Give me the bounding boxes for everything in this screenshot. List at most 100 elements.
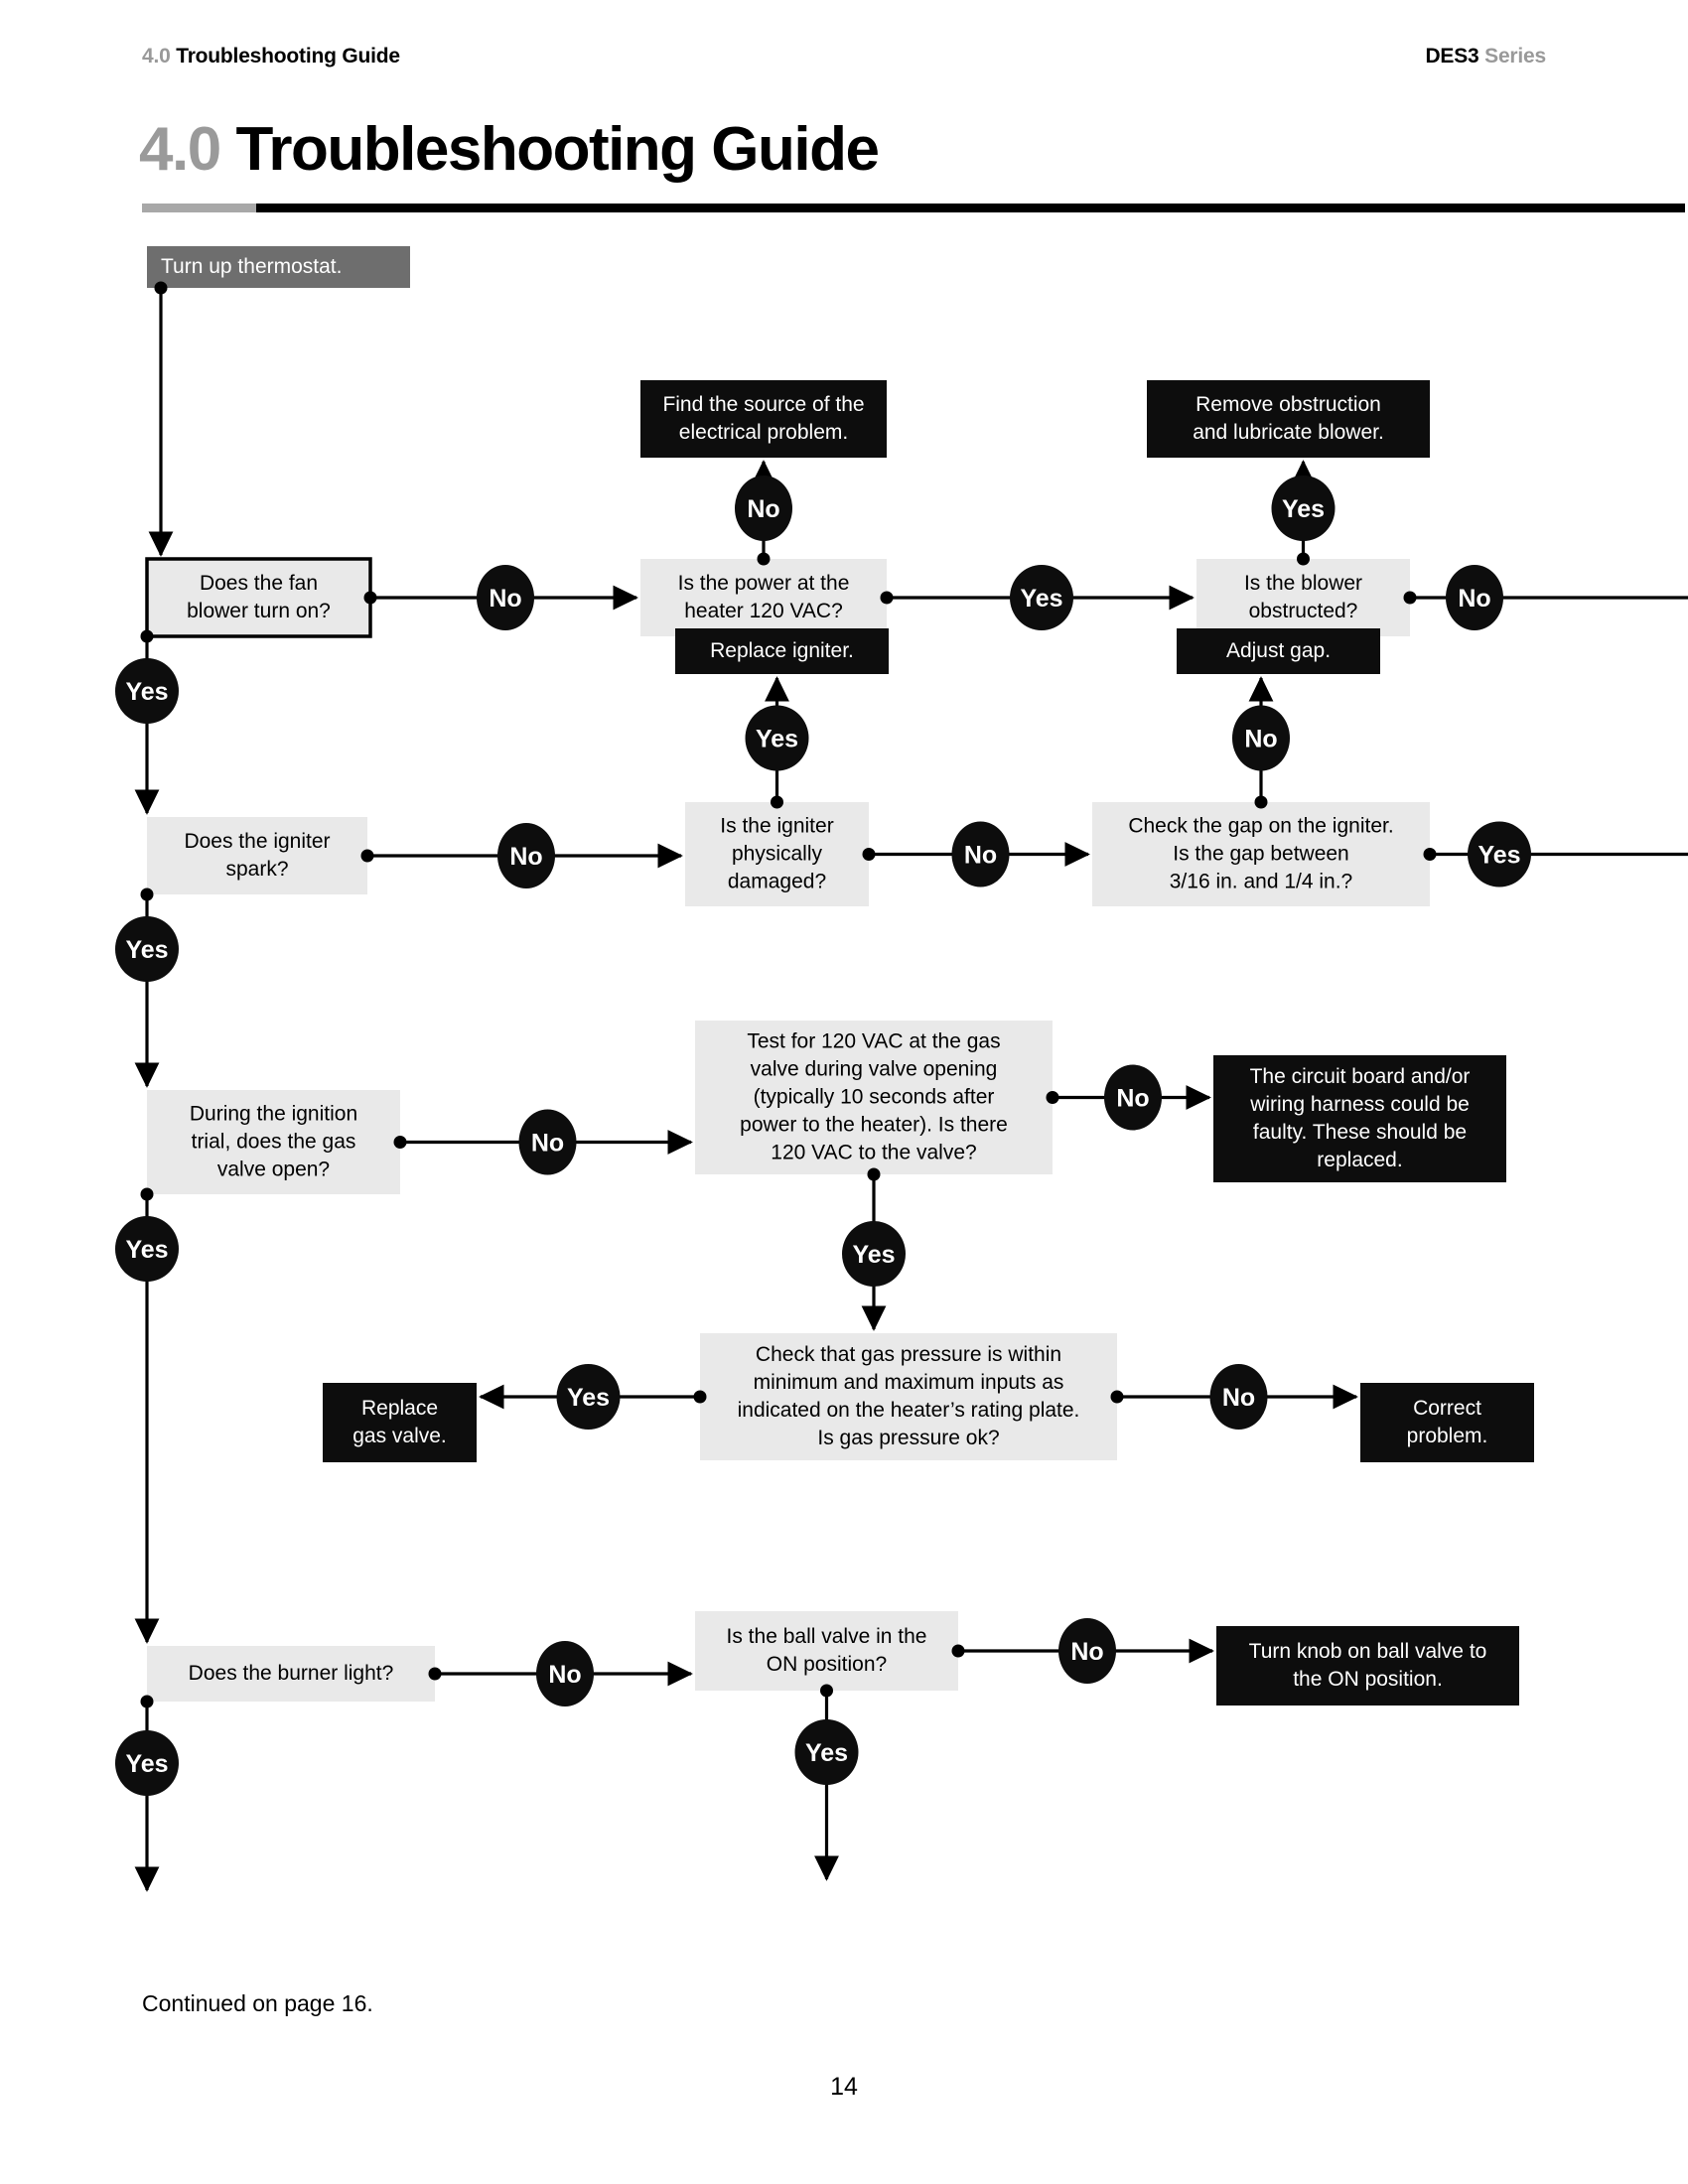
node-box xyxy=(640,380,887,458)
running-head-text: Troubleshooting Guide xyxy=(176,45,400,68)
badge-label: No xyxy=(509,843,542,871)
node-label: Check that gas pressure is within xyxy=(756,1343,1061,1366)
node-box xyxy=(1213,1055,1506,1182)
node-box xyxy=(1196,559,1410,636)
badge-oval xyxy=(1271,476,1336,541)
edge-badge-no: No xyxy=(1232,705,1290,771)
badge-oval xyxy=(842,1221,906,1287)
node-label: The circuit board and/or xyxy=(1250,1065,1471,1088)
node-label: (typically 10 seconds after xyxy=(754,1086,995,1109)
running-head-left: 4.0 Troubleshooting Guide xyxy=(142,45,400,68)
badge-oval xyxy=(1446,565,1503,630)
flow-node-obstruction: Remove obstruction and lubricate blower. xyxy=(1147,380,1430,458)
node-label: Remove obstruction xyxy=(1196,393,1381,416)
edge-badge-yes: Yes xyxy=(745,705,809,771)
badge-oval xyxy=(518,1109,577,1175)
node-label: spark? xyxy=(225,858,288,881)
badge-oval xyxy=(1209,1364,1268,1430)
page-title: 4.0 Troubleshooting Guide xyxy=(139,114,880,185)
flow-node-pressure: Check that gas pressure is withinminimum… xyxy=(700,1333,1117,1460)
page-number: 14 xyxy=(830,2073,858,2101)
badge-oval xyxy=(556,1364,621,1430)
node-label: Is the gap between xyxy=(1173,843,1348,866)
badge-label: Yes xyxy=(852,1241,895,1269)
node-label: valve open? xyxy=(217,1159,330,1181)
node-label: Is the power at the xyxy=(678,572,850,595)
node-label: Does the burner light? xyxy=(189,1662,394,1685)
node-label: Is the ball valve in the xyxy=(727,1625,927,1648)
node-label: Does the fan xyxy=(200,572,318,595)
node-box xyxy=(1092,802,1430,906)
node-label: Is the igniter xyxy=(720,815,833,838)
node-box xyxy=(685,802,869,906)
badge-oval xyxy=(1232,705,1290,771)
edge-badge-no: No xyxy=(1446,565,1503,630)
badge-label: Yes xyxy=(125,1750,168,1778)
badge-oval xyxy=(1104,1064,1162,1131)
badge-label: No xyxy=(1116,1085,1149,1113)
title-rule-black-segment xyxy=(256,204,1685,212)
edge-badge-no: No xyxy=(518,1109,577,1175)
flow-node-power: Is the power at the heater 120 VAC? xyxy=(640,559,887,636)
node-label: Turn up thermostat. xyxy=(161,255,342,278)
flow-node-gap: Check the gap on the igniter.Is the gap … xyxy=(1092,802,1430,906)
flow-node-adjustgap: Adjust gap. xyxy=(1177,628,1380,674)
badge-label: No xyxy=(1222,1384,1255,1412)
badge-label: Yes xyxy=(1020,585,1062,613)
node-label: physically xyxy=(732,843,823,866)
edge-badge-yes: Yes xyxy=(842,1221,906,1287)
badge-label: No xyxy=(489,585,521,613)
edge-badge-yes: Yes xyxy=(1271,476,1336,541)
edge-badge-yes: Yes xyxy=(556,1364,621,1430)
badge-oval xyxy=(745,705,809,771)
node-label: indicated on the heater’s rating plate. xyxy=(738,1399,1080,1422)
node-label: Replace igniter. xyxy=(710,639,854,662)
badge-oval xyxy=(115,658,179,724)
node-box xyxy=(147,1090,400,1194)
edge-badge-no: No xyxy=(536,1641,594,1706)
badge-label: No xyxy=(747,495,779,523)
edge-badge-yes: Yes xyxy=(115,658,179,724)
badge-label: No xyxy=(548,1661,581,1689)
flow-node-replaceign: Replace igniter. xyxy=(675,628,889,674)
node-box xyxy=(1216,1626,1519,1706)
series-word: Series xyxy=(1484,45,1546,68)
node-label: Adjust gap. xyxy=(1226,639,1331,662)
badge-oval xyxy=(1058,1618,1116,1684)
edge-badge-no: No xyxy=(735,476,792,541)
badge-oval xyxy=(477,565,534,630)
edge-badge-yes: Yes xyxy=(1468,821,1531,887)
edge-badge-yes: Yes xyxy=(115,1730,179,1796)
node-box xyxy=(695,1021,1053,1174)
node-box xyxy=(700,1333,1117,1460)
badge-oval xyxy=(951,821,1010,887)
badge-label: Yes xyxy=(1477,842,1520,870)
node-label: faulty. These should be xyxy=(1253,1121,1467,1144)
node-label: Test for 120 VAC at the gas xyxy=(747,1030,1000,1053)
node-label: valve during valve opening xyxy=(751,1058,998,1081)
badge-oval xyxy=(1468,821,1531,887)
running-head-number: 4.0 xyxy=(142,45,171,68)
title-rule-gray-segment xyxy=(142,204,256,212)
node-label: Is the blower xyxy=(1244,572,1362,595)
node-label: replaced. xyxy=(1317,1149,1402,1171)
node-label: 3/16 in. and 1/4 in.? xyxy=(1170,871,1352,893)
node-box xyxy=(640,559,887,636)
node-label: and lubricate blower. xyxy=(1193,421,1384,444)
node-label: Is gas pressure ok? xyxy=(817,1427,999,1449)
running-head-right: DES3 Series xyxy=(1425,45,1546,68)
node-label: Replace xyxy=(361,1397,438,1420)
badge-label: Yes xyxy=(567,1384,610,1412)
node-label: heater 120 VAC? xyxy=(684,600,843,622)
badge-oval xyxy=(115,1730,179,1796)
edge-badge-no: No xyxy=(497,823,555,888)
node-box xyxy=(147,1646,435,1702)
badge-oval xyxy=(1010,565,1073,630)
badge-label: Yes xyxy=(125,678,168,706)
